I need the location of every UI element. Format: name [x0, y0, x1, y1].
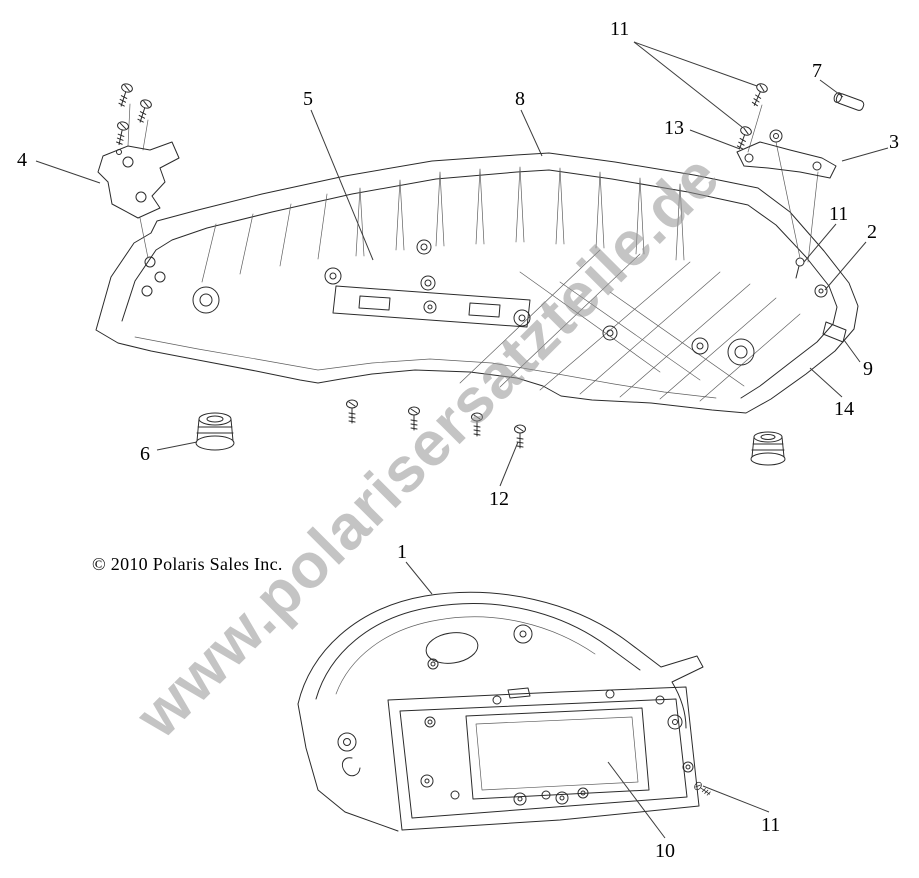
copyright-notice: © 2010 Polaris Sales Inc.: [92, 554, 283, 574]
leader-line-2: [824, 241, 867, 291]
leader-line-10: [607, 761, 666, 839]
leader-line-11: [633, 41, 758, 87]
pin-part: [833, 92, 865, 111]
seat-pan-assembly: [95, 103, 859, 414]
rubber-bumper-right: [750, 431, 786, 466]
hinge-plate: [332, 285, 531, 328]
leader-line-11: [702, 785, 770, 813]
leader-line-11: [633, 41, 743, 128]
leader-line-12: [499, 441, 519, 487]
leader-line-1: [405, 561, 433, 595]
rib-fins: [355, 166, 685, 261]
leader-line-6: [156, 441, 198, 451]
leader-line-14: [809, 367, 843, 398]
leader-line-13: [689, 129, 741, 150]
leader-line-7: [819, 79, 844, 98]
seat-back-assembly: [297, 591, 713, 832]
leader-line-8: [520, 109, 543, 157]
leader-line-3: [841, 147, 889, 162]
left-bracket: [97, 141, 180, 219]
rubber-bumper-left: [195, 412, 235, 451]
panel-grommets: [420, 689, 694, 806]
leader-line-5: [310, 109, 374, 261]
leader-line-11: [803, 223, 837, 263]
mount-bosses: [141, 239, 755, 366]
right-bracket: [736, 129, 837, 179]
leader-line-4: [35, 160, 101, 184]
leader-line-9: [843, 339, 861, 363]
